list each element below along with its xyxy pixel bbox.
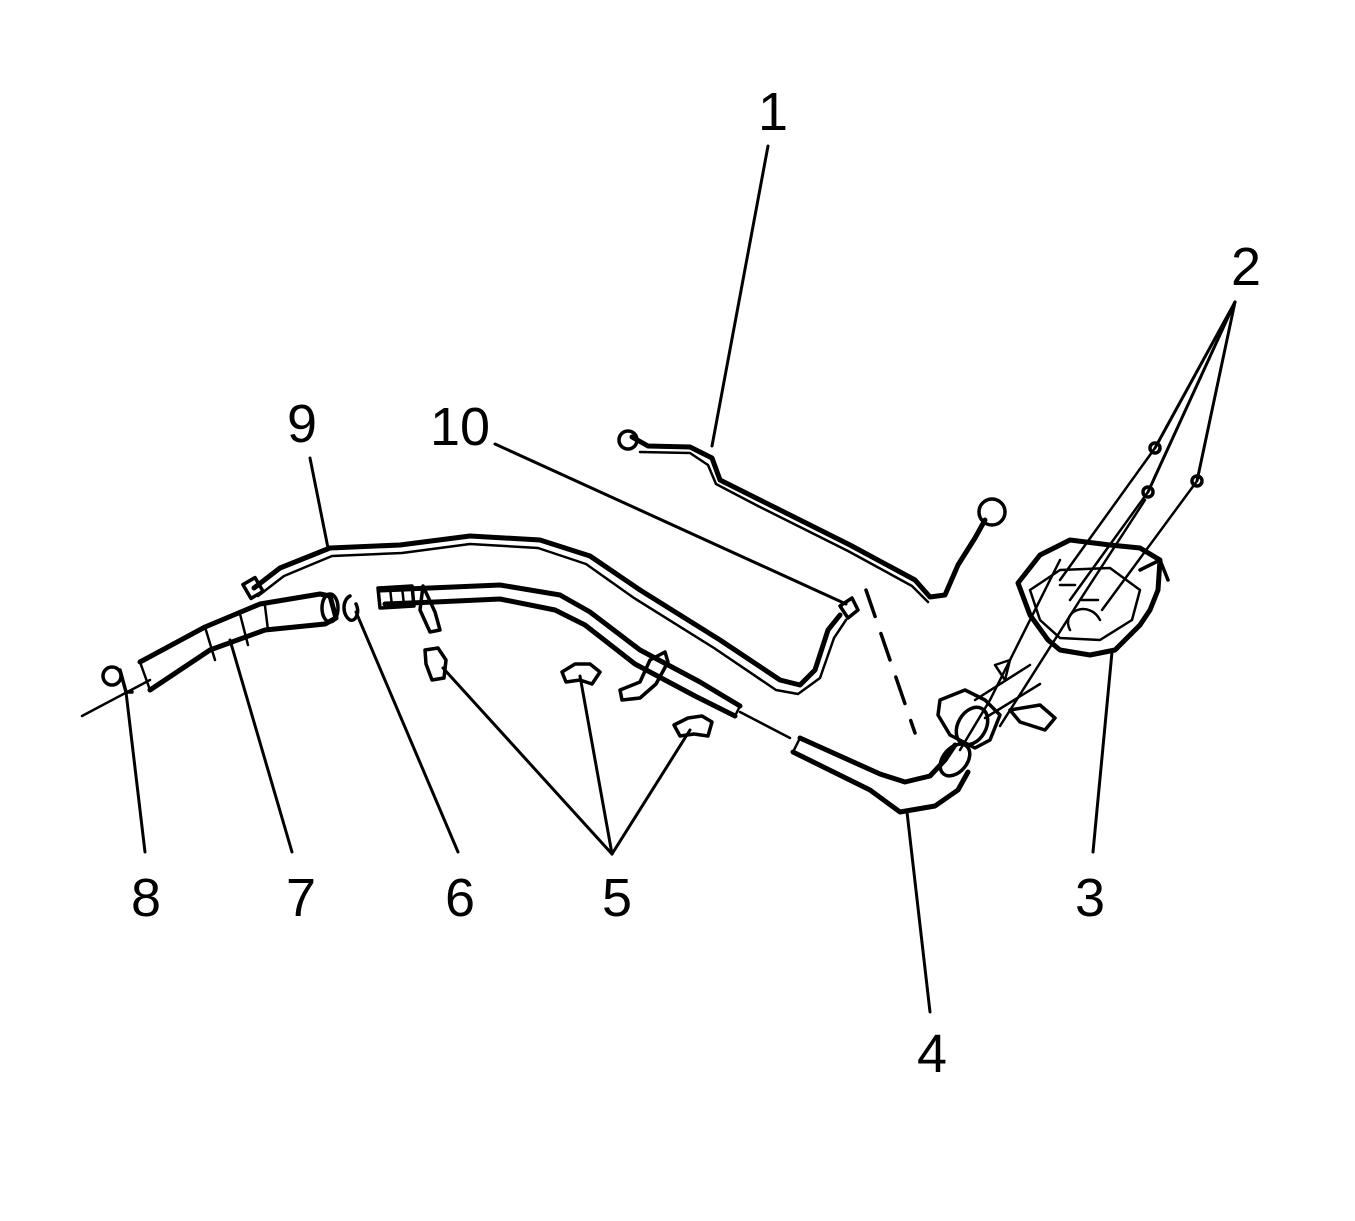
callout-8: 8 xyxy=(131,868,161,928)
hose-part-7 xyxy=(137,591,340,693)
clips-part-5 xyxy=(423,646,714,738)
vent-pipe-part-1 xyxy=(617,429,1007,604)
callout-3: 3 xyxy=(1075,868,1105,928)
callout-2: 2 xyxy=(1231,237,1261,297)
callout-4: 4 xyxy=(917,1024,947,1084)
filler-neck xyxy=(936,658,1057,750)
vent-hose-part-9 xyxy=(241,533,848,696)
clamp-part-10 xyxy=(838,596,860,620)
callout-5: 5 xyxy=(602,868,632,928)
leader-lines xyxy=(124,144,1237,1014)
clamp-part-6 xyxy=(342,594,360,622)
fastener-part-8 xyxy=(80,665,152,718)
callout-1: 1 xyxy=(758,82,788,142)
callout-10: 10 xyxy=(430,397,490,457)
alignment-dash-line xyxy=(864,588,917,735)
callout-labels: 1 2 3 4 5 6 7 8 9 10 xyxy=(131,82,1261,1084)
callout-6: 6 xyxy=(445,868,475,928)
callout-9: 9 xyxy=(287,394,317,454)
alignment-line-neck xyxy=(958,498,1147,752)
filler-hose-part-4 xyxy=(790,735,972,815)
fasteners-part-2 xyxy=(1058,441,1204,612)
callout-7: 7 xyxy=(286,868,316,928)
filler-pipe xyxy=(376,582,792,740)
